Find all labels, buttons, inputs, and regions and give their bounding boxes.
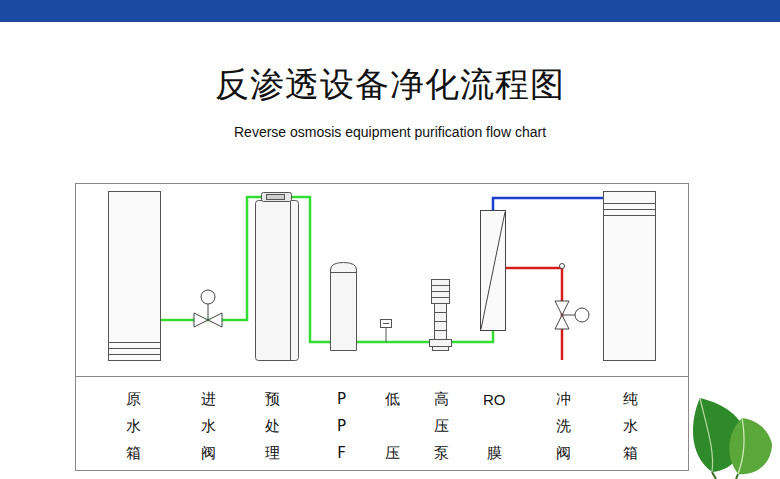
inlet-valve: [194, 290, 222, 327]
raw-tank: [108, 192, 161, 361]
frame: [76, 184, 689, 471]
low-pressure-switch: [381, 320, 392, 343]
part-label: 高压泵: [434, 386, 449, 467]
high-pressure-pump: [430, 280, 452, 351]
top-bar: [0, 0, 780, 22]
pure-tank: [603, 192, 656, 361]
part-label: 膜: [487, 440, 502, 467]
part-label: 原水箱: [126, 386, 141, 467]
divider: [75, 376, 688, 377]
pipes: [160, 197, 603, 360]
pretreatment-tank: [256, 193, 299, 361]
flush-valve: [555, 264, 589, 330]
part-label: PPF: [334, 386, 349, 467]
part-label: 预处理: [265, 386, 280, 467]
part-label: 纯水箱: [623, 386, 638, 467]
part-label: RO: [483, 386, 506, 413]
ro-membrane: [481, 211, 506, 331]
part-label: 进水阀: [201, 386, 216, 467]
part-label: 压: [385, 440, 400, 467]
ppf-filter: [330, 263, 357, 351]
part-label: 低: [385, 386, 400, 413]
page-title: 反渗透设备净化流程图: [215, 64, 565, 104]
part-label: 冲洗阀: [556, 386, 571, 467]
subtitle: Reverse osmosis equipment purification f…: [234, 123, 546, 141]
leaf-decoration: [693, 398, 772, 479]
